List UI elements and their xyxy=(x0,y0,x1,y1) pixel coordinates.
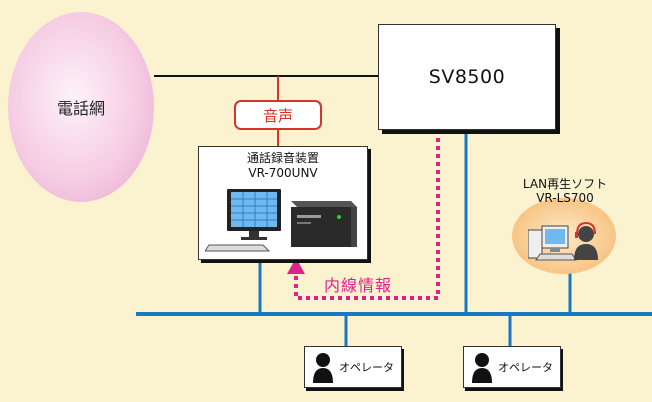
person-silhouette-icon xyxy=(313,353,333,383)
recorder-title: 通話録音装置 xyxy=(246,151,319,165)
voice-label: 音声 xyxy=(262,106,293,125)
operator-box: オペレータ xyxy=(304,346,402,388)
extension-info-arrowhead xyxy=(287,258,305,274)
lan-software-model: VR-LS700 xyxy=(536,191,594,205)
server-label: SV8500 xyxy=(428,66,506,88)
lan-software-title: LAN再生ソフト xyxy=(522,177,608,191)
extension-info-label: 内線情報 xyxy=(322,272,395,296)
pc-with-recorder-unit-icon xyxy=(205,189,357,252)
operator-label: オペレータ xyxy=(339,361,394,374)
operator-box: オペレータ xyxy=(463,346,561,388)
operator-label: オペレータ xyxy=(498,361,553,374)
person-silhouette-icon xyxy=(472,353,492,383)
pc-with-headset-user-icon xyxy=(528,221,598,261)
server-box: SV8500 xyxy=(378,24,556,130)
call-recorder-box: 通話録音装置 VR-700UNV xyxy=(198,146,368,260)
telephone-network: 電話網 xyxy=(8,12,154,202)
voice-label-box: 音声 xyxy=(234,100,322,130)
telephone-network-label: 電話網 xyxy=(56,99,105,118)
recorder-model: VR-700UNV xyxy=(248,166,318,180)
extension-info-path xyxy=(294,138,440,300)
